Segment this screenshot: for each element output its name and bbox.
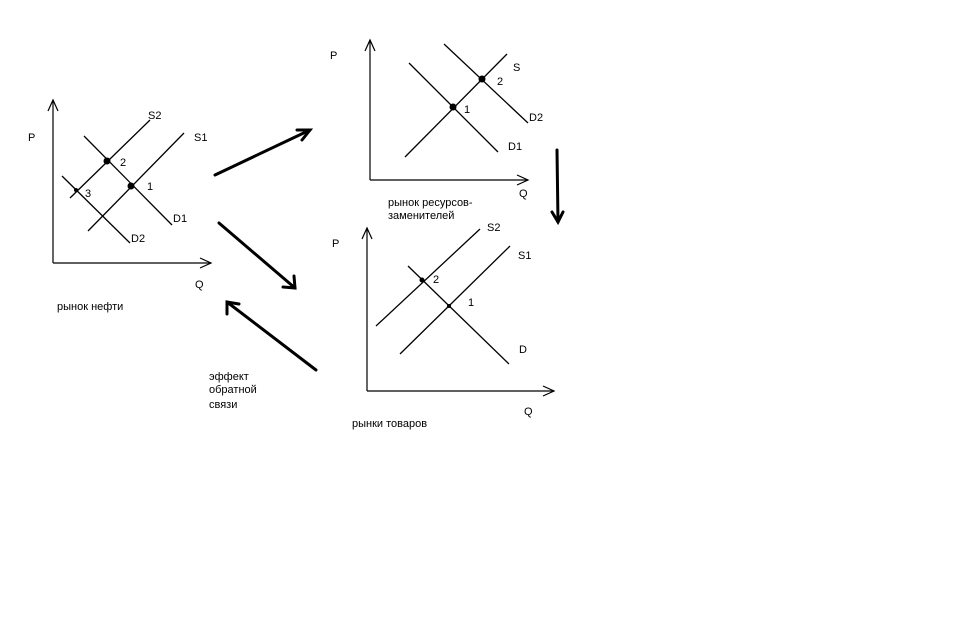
- substitutes-label-d1: D1: [508, 141, 522, 153]
- oil-label-s2: S2: [148, 110, 161, 122]
- goods-curve-s1: [399, 245, 511, 355]
- substitutes-point-label-2: 2: [497, 76, 503, 88]
- oil-axis-q-label: Q: [195, 279, 204, 291]
- feedback-line1: эффект: [209, 371, 249, 383]
- arrow-feedback: [225, 300, 318, 372]
- oil-curve-s2: [69, 119, 151, 199]
- goods-point-label-2: 2: [433, 274, 439, 286]
- goods-label-d: D: [519, 344, 527, 356]
- oil-point-label-2: 2: [120, 157, 126, 169]
- substitutes-axis-p-label: P: [330, 50, 337, 62]
- goods-label-s1: S1: [518, 250, 531, 262]
- feedback-line2: обратной: [209, 384, 257, 396]
- goods-axis-q-label: Q: [524, 406, 533, 418]
- oil-point-1: [127, 182, 135, 190]
- substitutes-market-graph: P Q S D2 D1 2 1 рынок ресурсов- замените…: [330, 38, 543, 222]
- goods-axes: [361, 226, 556, 397]
- goods-point-1: [447, 304, 451, 308]
- oil-axes: [47, 98, 213, 269]
- oil-curve-d1: [83, 135, 173, 226]
- substitutes-point-label-1: 1: [464, 104, 470, 116]
- substitutes-point-2: [478, 75, 486, 83]
- substitutes-point-1: [449, 103, 457, 111]
- substitutes-caption-line2: заменителей: [388, 210, 454, 222]
- goods-label-s2: S2: [487, 222, 500, 234]
- goods-point-2: [419, 277, 425, 283]
- oil-point-3: [74, 188, 78, 192]
- substitutes-axis-q-label: Q: [519, 188, 528, 200]
- oil-point-2: [103, 157, 111, 165]
- arrow-substitutes-to-goods: [550, 148, 565, 226]
- oil-curve-d2: [61, 175, 131, 244]
- substitutes-caption-line1: рынок ресурсов-: [388, 197, 473, 209]
- substitutes-curve-d2: [443, 43, 529, 124]
- feedback-line3: связи: [209, 399, 237, 411]
- goods-axis-p-label: P: [332, 238, 339, 250]
- oil-label-s1: S1: [194, 132, 207, 144]
- oil-market-graph: P Q S2 S1 D1 D2 2 1 3 рынок нефти: [28, 98, 213, 313]
- oil-label-d2: D2: [131, 233, 145, 245]
- goods-markets-caption: рынки товаров: [352, 418, 427, 430]
- oil-axis-p-label: P: [28, 132, 35, 144]
- substitutes-label-d2: D2: [529, 112, 543, 124]
- goods-markets-graph: P Q S2 S1 D 2 1 рынки товаров: [332, 222, 556, 430]
- feedback-label: эффект обратной связи: [209, 371, 257, 411]
- arrow-oil-to-substitutes: [213, 128, 314, 177]
- arrow-oil-to-goods: [217, 221, 297, 290]
- oil-label-d1: D1: [173, 213, 187, 225]
- substitutes-axes: [364, 38, 530, 186]
- oil-market-caption: рынок нефти: [57, 301, 123, 313]
- oil-curve-s1: [87, 132, 185, 232]
- substitutes-label-s: S: [513, 62, 520, 74]
- oil-point-label-1: 1: [147, 181, 153, 193]
- goods-point-label-1: 1: [468, 297, 474, 309]
- goods-curve-s2: [375, 228, 481, 327]
- oil-point-label-3: 3: [85, 188, 91, 200]
- goods-curve-d: [407, 265, 510, 365]
